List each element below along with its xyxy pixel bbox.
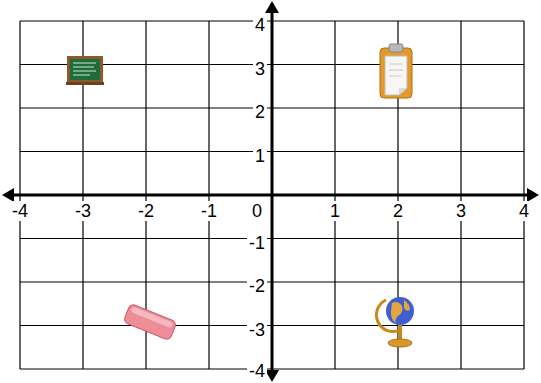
axis-tick-label: 0 [250, 201, 264, 221]
axis-tick-label: -3 [247, 320, 267, 340]
axis-tick-label: 3 [253, 59, 267, 79]
axis-tick-label: 3 [454, 201, 468, 221]
axis-tick-label: 1 [328, 201, 342, 221]
axis-tick-label: -1 [199, 201, 219, 221]
axis-tick-label: -1 [247, 233, 267, 253]
axis-tick-label: -4 [247, 361, 267, 381]
axis-tick-label: 2 [253, 102, 267, 122]
axis-tick-label: 4 [253, 15, 267, 35]
axis-tick-label: -4 [10, 201, 30, 221]
axis-tick-label: -2 [247, 276, 267, 296]
chalkboard-icon [66, 56, 104, 85]
axis-tick-label: 4 [517, 201, 531, 221]
axis-tick-label: -3 [73, 201, 93, 221]
axis-tick-label: 1 [253, 146, 267, 166]
clipboard-icon [380, 44, 412, 98]
eraser-icon [123, 303, 177, 340]
globe-icon [376, 297, 414, 347]
axis-tick-label: -2 [136, 201, 156, 221]
axis-tick-label: 2 [391, 201, 405, 221]
